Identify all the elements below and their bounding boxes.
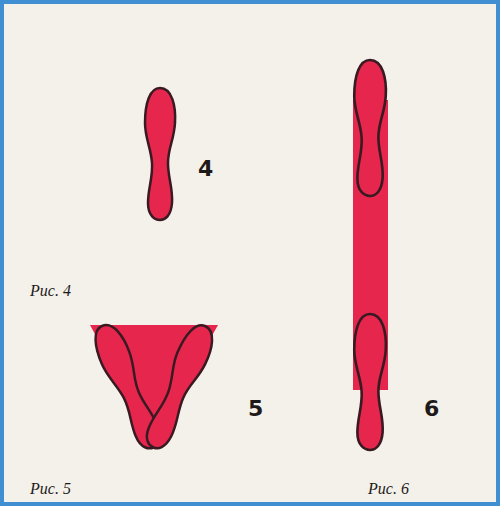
figure-caption: Рис. 4 [30, 282, 71, 300]
callout-number: 5 [248, 396, 263, 421]
figure-caption: Рис. 5 [30, 480, 71, 498]
callout-number: 6 [424, 396, 439, 421]
footprint [140, 320, 219, 453]
footprint [354, 314, 386, 450]
callout-number: 4 [198, 156, 213, 181]
footprint [354, 60, 386, 196]
footprint [145, 88, 175, 220]
figure-caption: Рис. 6 [368, 480, 409, 498]
